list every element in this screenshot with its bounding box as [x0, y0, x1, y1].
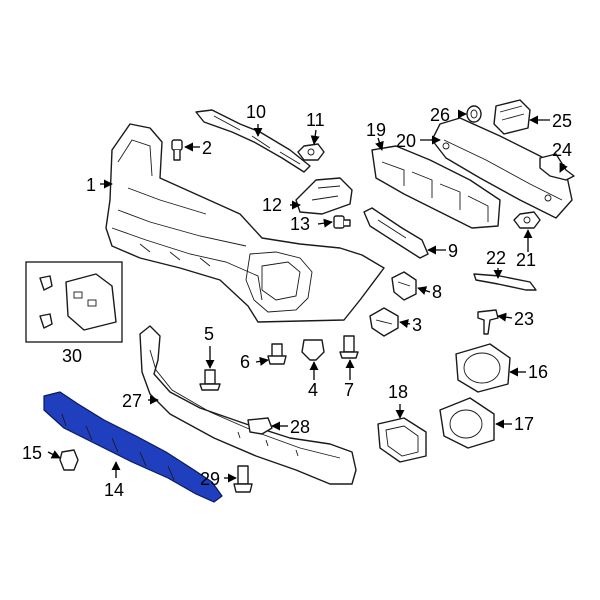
callout-10: 10 — [246, 102, 266, 122]
callout-30: 30 — [62, 346, 82, 366]
grommet-part-26 — [466, 105, 482, 123]
energy-absorber — [371, 145, 501, 229]
bolt-part-7 — [339, 335, 359, 359]
clip-part-15 — [59, 449, 79, 471]
callout-11: 11 — [306, 110, 325, 130]
bolt-part-13 — [333, 215, 351, 229]
nut-part-11 — [297, 143, 325, 161]
callout-7: 7 — [344, 380, 354, 400]
trim-strip — [473, 273, 537, 291]
fog-lamp-frame — [377, 417, 427, 463]
fog-lamp — [455, 343, 511, 393]
callout-20: 20 — [396, 131, 416, 151]
callout-2: 2 — [202, 138, 212, 158]
callout-29: 29 — [200, 469, 220, 489]
callout-12: 12 — [262, 195, 282, 215]
callout-6: 6 — [240, 352, 250, 372]
callout-14: 14 — [104, 480, 124, 500]
clip-part-23 — [477, 309, 499, 335]
callout-4: 4 — [308, 380, 318, 400]
callout-3: 3 — [412, 315, 422, 335]
callout-23: 23 — [514, 309, 534, 329]
callout-labels: 1 2 3 4 5 6 7 8 9 10 11 12 13 14 15 16 1… — [22, 102, 572, 500]
leader-lines — [47, 109, 568, 483]
callout-17: 17 — [514, 414, 534, 434]
callout-16: 16 — [528, 362, 548, 382]
bumper-cover — [105, 123, 385, 323]
side-retainer — [363, 207, 429, 259]
reinforcement-beam — [431, 117, 573, 219]
connector-part-8 — [391, 271, 417, 301]
callout-22: 22 — [486, 248, 506, 268]
callout-13: 13 — [290, 214, 310, 234]
callout-21: 21 — [516, 250, 536, 270]
connector-part-3 — [369, 307, 399, 337]
callout-1: 1 — [86, 175, 96, 195]
inset-box-part-30 — [25, 261, 123, 343]
bolt-part-29 — [233, 465, 253, 493]
bracket-part-12 — [295, 177, 353, 215]
upper-retainer — [195, 109, 311, 173]
callout-26: 26 — [430, 105, 450, 125]
callout-28: 28 — [290, 417, 310, 437]
callout-8: 8 — [432, 282, 442, 302]
callout-5: 5 — [204, 324, 214, 344]
nut-part-21 — [513, 211, 541, 229]
bolt-part-6 — [267, 343, 287, 365]
bracket-part-24 — [539, 153, 575, 181]
clip-part-28 — [247, 417, 273, 435]
callout-27: 27 — [122, 391, 142, 411]
callout-18: 18 — [388, 382, 408, 402]
skid-plate-highlighted[interactable] — [43, 391, 223, 503]
clip-part-2 — [171, 139, 183, 161]
callout-25: 25 — [552, 111, 572, 131]
callout-15: 15 — [22, 443, 42, 463]
sensor-part-25 — [493, 99, 531, 135]
lower-valance — [139, 325, 357, 485]
callout-19: 19 — [366, 120, 386, 140]
bolt-part-5 — [199, 369, 221, 391]
callout-24: 24 — [552, 140, 572, 160]
fog-lamp-bezel — [439, 397, 495, 449]
callout-9: 9 — [448, 241, 458, 261]
fastener-part-4 — [301, 339, 325, 361]
